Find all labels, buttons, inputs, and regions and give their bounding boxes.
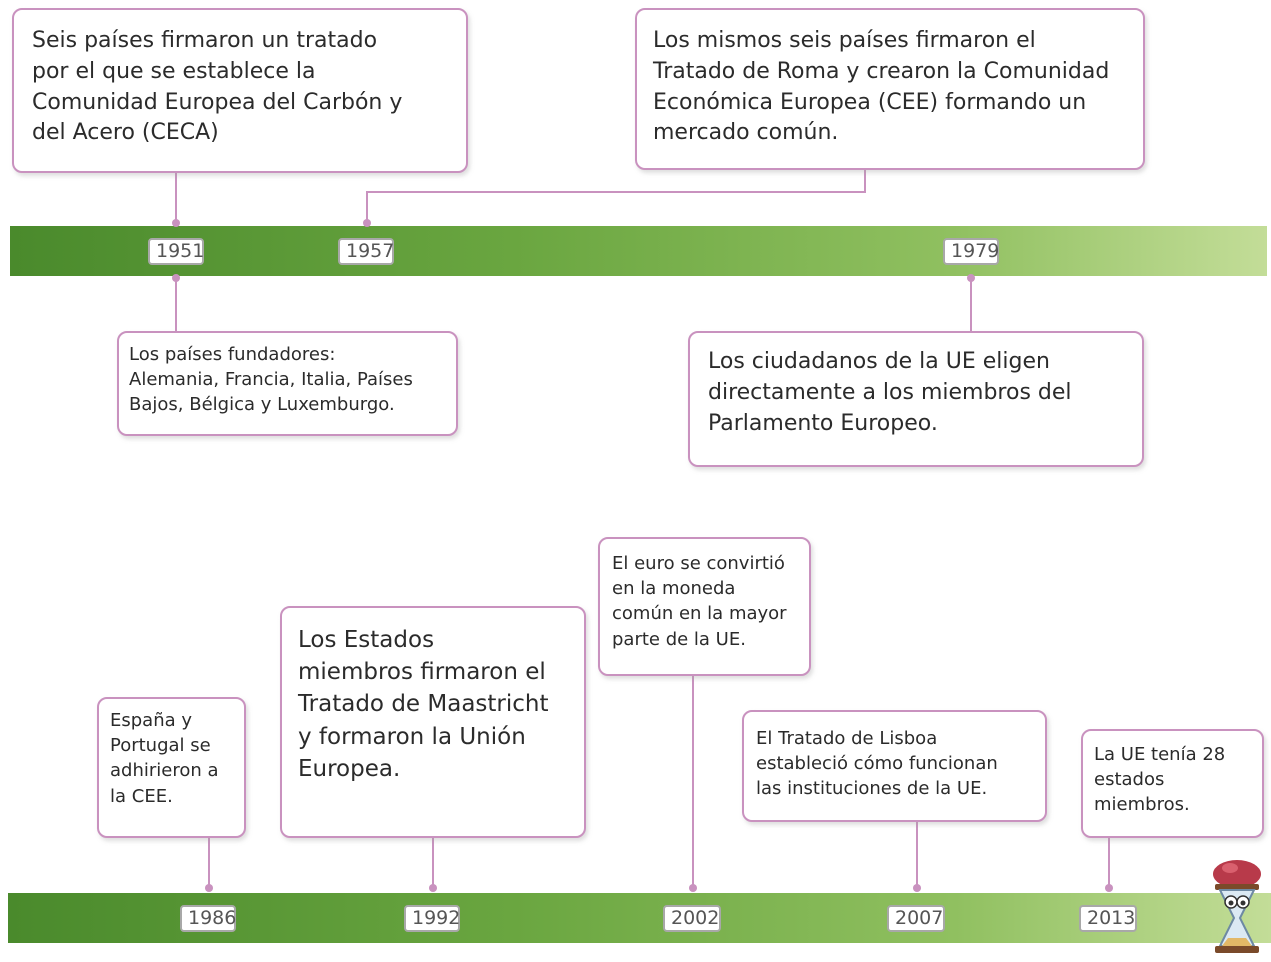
connector-2013	[1108, 838, 1110, 890]
connector-dot	[429, 884, 437, 892]
connector-1951-down	[175, 276, 177, 332]
top-timeline-bar	[10, 226, 1267, 276]
event-box-tratado-lisboa: El Tratado de Lisboa estableció cómo fun…	[742, 710, 1047, 822]
connector-dot	[205, 884, 213, 892]
year-label-1992: 1992	[404, 905, 460, 932]
event-box-espana-portugal: España y Portugal se adhirieron a la CEE…	[97, 697, 246, 838]
connector-dot	[913, 884, 921, 892]
event-box-ceca: Seis países firmaron un tratado por el q…	[12, 8, 468, 173]
connector-1979-down	[970, 276, 972, 332]
connector-dot	[689, 884, 697, 892]
year-label-1957: 1957	[338, 238, 394, 265]
year-label-2007: 2007	[887, 905, 945, 932]
connector-2002	[692, 676, 694, 890]
year-label-2002: 2002	[663, 905, 721, 932]
connector-1951-up	[175, 172, 177, 224]
event-box-parlamento-europeo: Los ciudadanos de la UE eligen directame…	[688, 331, 1144, 467]
year-label-1951: 1951	[148, 238, 204, 265]
hourglass-mascot-icon	[1213, 860, 1261, 953]
year-label-1986: 1986	[180, 905, 236, 932]
connector-dot	[172, 219, 180, 227]
event-box-ue-28: La UE tenía 28 estados miembros.	[1081, 729, 1264, 838]
connector-1992	[432, 838, 434, 890]
year-label-2013: 2013	[1079, 905, 1137, 932]
connector-dot	[172, 274, 180, 282]
connector-dot	[1105, 884, 1113, 892]
event-box-tratado-roma: Los mismos seis países firmaron el Trata…	[635, 8, 1145, 170]
year-label-1979: 1979	[943, 238, 999, 265]
connector-2007	[916, 822, 918, 890]
event-box-maastricht: Los Estados miembros firmaron el Tratado…	[280, 606, 586, 838]
event-box-paises-fundadores: Los países fundadores: Alemania, Francia…	[117, 331, 458, 436]
connector-1986	[208, 838, 210, 890]
event-box-euro: El euro se convirtió en la moneda común …	[598, 537, 811, 676]
connector-dot	[967, 274, 975, 282]
